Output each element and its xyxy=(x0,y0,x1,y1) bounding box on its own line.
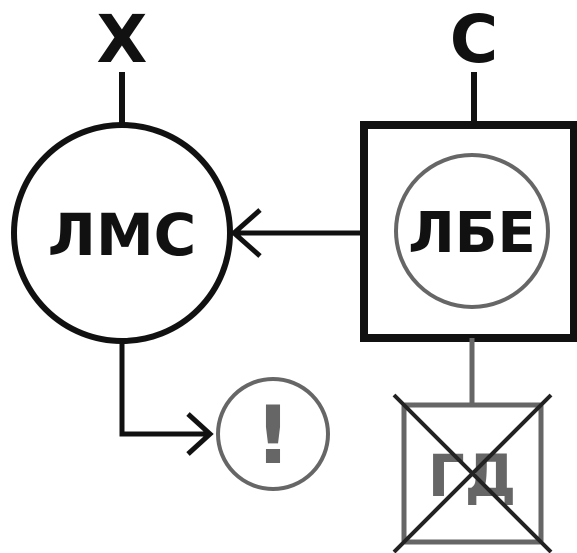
alert-icon: ! xyxy=(255,389,291,482)
gd-cross-line-2 xyxy=(392,393,553,553)
gd-node xyxy=(401,402,544,545)
arrow-lms-to-alert-head xyxy=(186,412,214,456)
lbe-label: ЛБЕ xyxy=(408,201,535,266)
lms-label: ЛМС xyxy=(48,201,196,269)
label-x: X xyxy=(97,1,148,78)
arrow-box-to-lms-head xyxy=(230,208,262,258)
lbe-node xyxy=(394,153,550,309)
alert-node xyxy=(216,377,330,491)
arrow-lms-to-alert-shaft xyxy=(119,341,208,437)
label-c: C xyxy=(450,1,498,78)
